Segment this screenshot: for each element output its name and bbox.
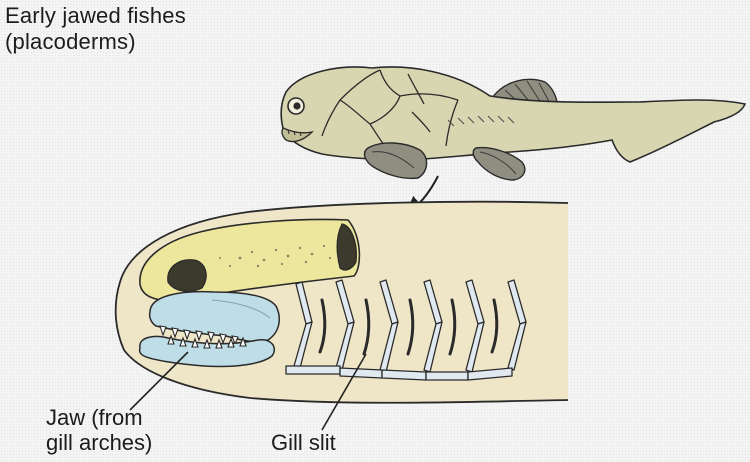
gill-slit-label: Gill slit bbox=[271, 430, 336, 455]
placoderm-fish bbox=[281, 67, 745, 180]
diagram-title-line-1: Early jawed fishes bbox=[5, 3, 186, 29]
jaw-label-line-2: gill arches) bbox=[46, 430, 152, 455]
head-closeup bbox=[116, 202, 568, 403]
fish-pectoral-fin bbox=[365, 143, 427, 178]
jaw-label-line-1: Jaw (from bbox=[46, 405, 143, 430]
fish-body bbox=[281, 67, 745, 162]
diagram-title-line-2: (placoderms) bbox=[5, 29, 136, 55]
